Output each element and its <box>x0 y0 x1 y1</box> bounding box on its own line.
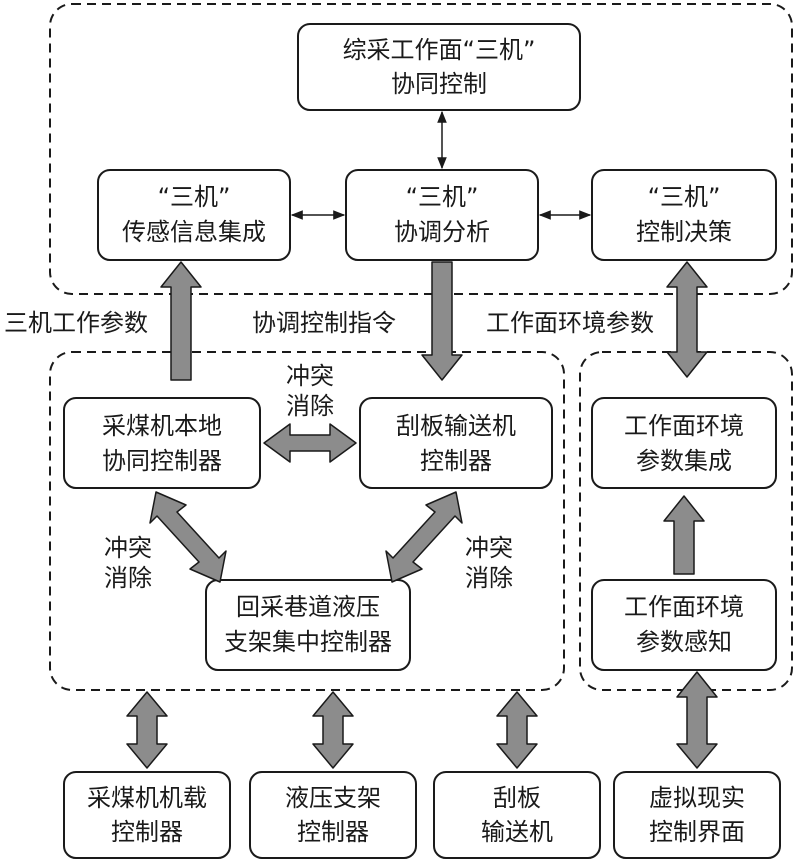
middle-group-container <box>49 351 565 691</box>
box-label-line: 控制器 <box>111 818 183 846</box>
box-label-line: 采煤机本地 <box>102 412 222 440</box>
machine-params-label: 三机工作参数 <box>4 309 148 337</box>
conflict-left-label-line2: 消除 <box>104 564 152 592</box>
box-label-line: 传感信息集成 <box>122 218 266 246</box>
vr-interface-box: 虚拟现实 控制界面 <box>613 771 781 859</box>
box-label-line: 综采工作面“三机” <box>343 36 536 64</box>
box-label-line: 刮板 <box>493 784 541 812</box>
vr-interface-double-arrow <box>676 671 718 769</box>
box-label-line: “三机” <box>158 183 231 211</box>
shearer-local-controller-box: 采煤机本地 协同控制器 <box>63 397 261 489</box>
conflict-left-label-line1: 冲突 <box>104 534 152 562</box>
conflict-top-double-arrow <box>263 423 357 463</box>
top-group-container <box>49 3 793 295</box>
env-sensing-box: 工作面环境 参数感知 <box>591 579 777 671</box>
conveyor-box: 刮板 输送机 <box>433 771 601 859</box>
box-label-line: 控制器 <box>420 447 492 475</box>
box-label-line: 控制决策 <box>636 218 732 246</box>
coord-command-label: 协调控制指令 <box>252 309 396 337</box>
box-label-line: 工作面环境 <box>624 412 744 440</box>
support-central-controller-box: 回采巷道液压 支架集中控制器 <box>205 579 411 671</box>
box-label-line: 采煤机机载 <box>87 784 207 812</box>
coordination-analysis-box: “三机” 协调分析 <box>345 169 539 261</box>
control-decision-box: “三机” 控制决策 <box>591 169 777 261</box>
box-label-line: 支架集中控制器 <box>224 628 392 656</box>
box-label-line: 输送机 <box>481 818 553 846</box>
box-label-line: 回采巷道液压 <box>236 593 380 621</box>
env-integration-box: 工作面环境 参数集成 <box>591 397 777 489</box>
box-label-line: 控制界面 <box>649 818 745 846</box>
box-label-line: “三机” <box>648 183 721 211</box>
conveyor-double-arrow <box>496 691 538 769</box>
box-label-line: 协同控制 <box>391 70 487 98</box>
synergy-control-box: 综采工作面“三机” 协同控制 <box>297 23 581 111</box>
box-label-line: 液压支架 <box>285 784 381 812</box>
support-controller-double-arrow <box>312 691 354 769</box>
machine-params-up-arrow <box>160 261 202 381</box>
conflict-left-double-arrow <box>149 491 227 583</box>
box-label-line: 协调分析 <box>394 218 490 246</box>
conflict-top-label-line2: 消除 <box>286 392 334 420</box>
box-label-line: 控制器 <box>297 818 369 846</box>
env-params-label: 工作面环境参数 <box>486 309 654 337</box>
box-label-line: 参数感知 <box>636 628 732 656</box>
env-params-double-arrow <box>666 261 708 378</box>
conveyor-controller-box: 刮板输送机 控制器 <box>359 397 553 489</box>
coord-command-down-arrow <box>421 261 463 381</box>
conflict-right-label-line2: 消除 <box>465 564 513 592</box>
box-label-line: 虚拟现实 <box>649 784 745 812</box>
support-controller-box: 液压支架 控制器 <box>249 771 417 859</box>
sensor-integration-box: “三机” 传感信息集成 <box>97 169 291 261</box>
conflict-top-label-line1: 冲突 <box>286 362 334 390</box>
shearer-onboard-controller-box: 采煤机机载 控制器 <box>63 771 231 859</box>
conflict-right-double-arrow <box>385 491 463 583</box>
box-label-line: 协同控制器 <box>102 447 222 475</box>
box-label-line: 工作面环境 <box>624 593 744 621</box>
conflict-right-label-line1: 冲突 <box>465 534 513 562</box>
box-label-line: 参数集成 <box>636 447 732 475</box>
shearer-onboard-double-arrow <box>126 691 168 769</box>
env-sensing-up-arrow <box>663 495 705 575</box>
box-label-line: “三机” <box>406 183 479 211</box>
box-label-line: 刮板输送机 <box>396 412 516 440</box>
